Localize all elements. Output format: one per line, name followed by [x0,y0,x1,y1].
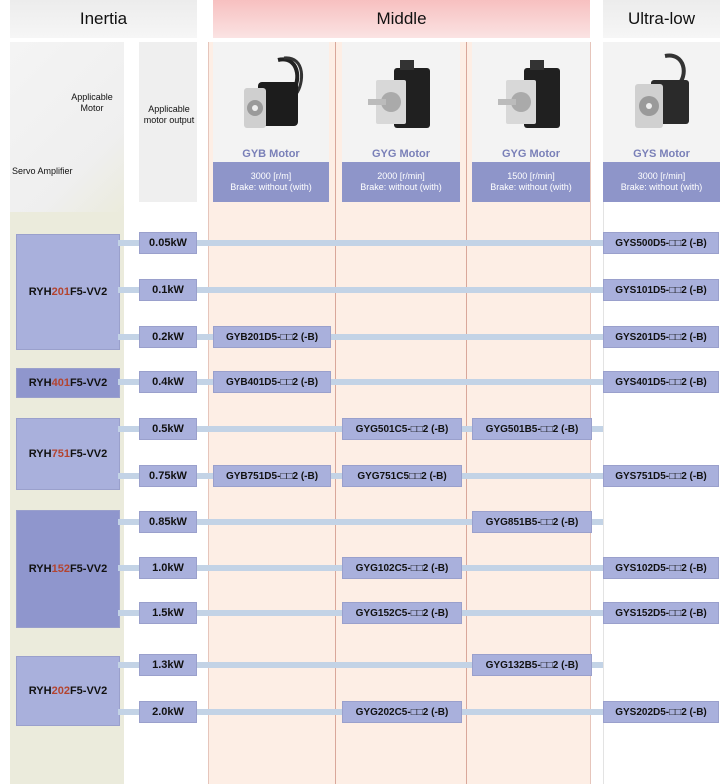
motor-card-gyg1500: GYG Motor 1500 [r/min] Brake: without (w… [472,42,590,202]
motor-brake: Brake: without (with) [620,182,703,192]
output-kw-cell: 0.1kW [139,279,197,301]
motor-speed: 3000 [r/min] [637,171,686,181]
motor-card-gyb: GYB Motor 3000 [r/m] Brake: without (wit… [213,42,329,202]
amp-number: 201 [51,286,70,298]
gyg-motor-image [368,60,430,128]
motor-spec-band: 3000 [r/min] Brake: without (with) [603,162,720,202]
motor-card-gys: GYS Motor 3000 [r/min] Brake: without (w… [603,42,720,202]
model-cell-gyg2000: GYG202C5-□□2 (-B) [342,701,462,723]
connector-line [118,519,603,525]
amp-prefix: RYH [28,685,52,697]
amp-suffix: F5-VV2 [69,685,108,697]
motor-speed: 2000 [r/min] [377,171,425,181]
header-ultra-low: Ultra-low [603,0,720,38]
gys-motor-image [634,53,689,128]
amp-suffix: F5-VV2 [69,563,108,575]
model-cell-gys: GYS401D5-□□2 (-B) [603,371,719,393]
motor-speed: 1500 [r/min] [507,171,555,181]
motor-name: GYB Motor [242,148,300,160]
output-kw-cell: 0.2kW [139,326,197,348]
connector-line [118,287,603,293]
model-cell-gyb: GYB201D5-□□2 (-B) [213,326,331,348]
motor-card-gyg2000: GYG Motor 2000 [r/min] Brake: without (w… [342,42,460,202]
motor-speed: 3000 [r/m] [250,171,292,181]
model-cell-gyg2000: GYG751C5□□2 (-B) [342,465,462,487]
model-cell-gys: GYS101D5-□□2 (-B) [603,279,719,301]
output-kw-cell: 2.0kW [139,701,197,723]
output-kw-cell: 0.5kW [139,418,197,440]
motor-brake: Brake: without (with) [230,182,312,192]
amp-number: 751 [51,448,70,460]
amp-suffix: F5-VV2 [69,286,108,298]
amp-prefix: RYH [28,448,52,460]
label-area-bg [10,42,124,212]
motor-brake: Brake: without (with) [490,182,572,192]
output-kw-cell: 0.05kW [139,232,197,254]
amp-prefix: RYH [28,377,52,389]
model-cell-gyg1500: GYG132B5-□□2 (-B) [472,654,592,676]
amp-number: 401 [51,377,70,389]
output-kw-cell: 0.4kW [139,371,197,393]
output-header-bg [139,42,197,202]
motor-brake: Brake: without (with) [360,182,442,192]
header-middle: Middle [213,0,590,38]
model-cell-gys: GYS102D5-□□2 (-B) [603,557,719,579]
servo-amplifier-label: Servo Amplifier [12,166,73,176]
output-kw-cell: 0.85kW [139,511,197,533]
output-kw-cell: 1.0kW [139,557,197,579]
model-cell-gys: GYS500D5-□□2 (-B) [603,232,719,254]
motor-name: GYG Motor [371,148,431,160]
motor-spec-band: 1500 [r/min] Brake: without (with) [472,162,590,202]
model-cell-gys: GYS201D5-□□2 (-B) [603,326,719,348]
connector-line [118,240,603,246]
model-cell-gys: GYS751D5-□□2 (-B) [603,465,719,487]
output-kw-cell: 1.3kW [139,654,197,676]
connector-line [118,334,603,340]
output-kw-cell: 1.5kW [139,602,197,624]
connector-line [118,379,603,385]
model-cell-gyb: GYB401D5-□□2 (-B) [213,371,331,393]
gyb-motor-image [244,56,304,128]
model-cell-gys: GYS202D5-□□2 (-B) [603,701,719,723]
model-cell-gyg2000: GYG102C5-□□2 (-B) [342,557,462,579]
amp-number: 152 [51,563,70,575]
model-cell-gyg2000: GYG501C5-□□2 (-B) [342,418,462,440]
amp-suffix: F5-VV2 [69,377,108,389]
motor-spec-band: 3000 [r/m] Brake: without (with) [213,162,329,202]
model-cell-gys: GYS152D5-□□2 (-B) [603,602,719,624]
motor-name: GYS Motor [633,148,690,160]
header-inertia: Inertia [10,0,197,38]
applicable-motor-label: Applicable Motor [71,92,113,113]
model-cell-gyg2000: GYG152C5-□□2 (-B) [342,602,462,624]
motor-name: GYG Motor [501,148,561,160]
gyg-motor-image [498,60,560,128]
motor-spec-band: 2000 [r/min] Brake: without (with) [342,162,460,202]
amp-suffix: F5-VV2 [69,448,108,460]
applicable-motor-output-label: Applicable motor output [143,104,195,125]
model-cell-gyb: GYB751D5-□□2 (-B) [213,465,331,487]
amp-number: 202 [51,685,70,697]
amp-prefix: RYH [28,563,52,575]
amp-prefix: RYH [28,286,52,298]
connector-line [118,662,603,668]
output-kw-cell: 0.75kW [139,465,197,487]
model-cell-gyg1500: GYG501B5-□□2 (-B) [472,418,592,440]
model-cell-gyg1500: GYG851B5-□□2 (-B) [472,511,592,533]
